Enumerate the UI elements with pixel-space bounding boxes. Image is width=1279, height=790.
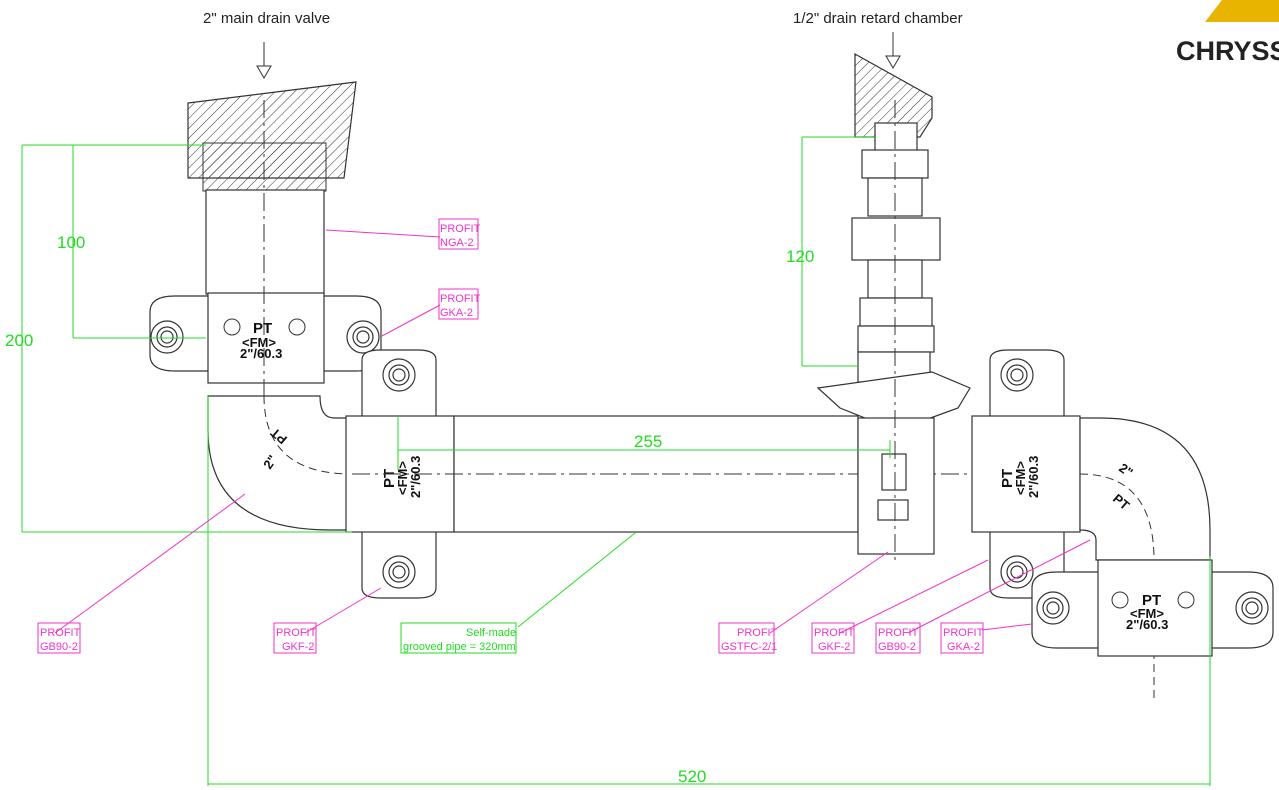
dimension-120: 120 [786, 247, 814, 266]
dimension-100: 100 [57, 233, 85, 252]
ul-mark-right [1111, 591, 1129, 609]
mark-fm-left: <FM> [395, 461, 410, 495]
dimension-520: 520 [678, 767, 706, 786]
leader-selfmade [517, 532, 636, 628]
callout-gkf-2-right: PROFIT GKF-2 [811, 622, 855, 654]
title-drain-retard-chamber: 1/2" drain retard chamber [793, 10, 963, 27]
retard-fitting-stack [816, 122, 971, 555]
callout-nga-2-line2: NGA-2 [440, 237, 474, 249]
callout-gka-2-top-line1: PROFIT [440, 293, 481, 305]
dimension-200: 200 [5, 331, 33, 350]
callout-gb90-2-right-line1: PROFIT [878, 627, 919, 639]
mark-pt-top: PT [253, 320, 272, 337]
callout-selfmade-line2: grooved pipe = 320mm [403, 641, 516, 653]
nipple-pipe-nga [205, 189, 325, 295]
mark-fm-right: <FM> [1013, 461, 1028, 495]
callout-gb90-2-left: PROFIT GB90-2 [37, 622, 81, 654]
callout-gstfc-line1: PROFIT [737, 627, 778, 639]
callout-gstfc-2-1: PROFIT GSTFC-2/1 [718, 622, 778, 654]
mark-size-right: 2"/60.3 [1026, 456, 1041, 498]
callout-gkf-2-left-line2: GKF-2 [282, 641, 314, 653]
callout-gka-2-right-line1: PROFIT [943, 627, 984, 639]
ulc-mark-top [288, 318, 306, 336]
callout-gkf-2-right-line1: PROFIT [814, 627, 855, 639]
logo-mark [1205, 0, 1279, 22]
callout-nga-2-line1: PROFIT [440, 223, 481, 235]
arrow-main-valve [256, 42, 272, 79]
callout-gka-2-right-line2: GKA-2 [947, 641, 980, 653]
callout-gstfc-line2: GSTFC-2/1 [721, 641, 777, 653]
dimension-lines [21, 136, 1211, 786]
mark-pt-right: PT [999, 469, 1016, 488]
mark-size-bottom-right: 2"/60.3 [1126, 617, 1168, 632]
callout-gka-2-top-line2: GKA-2 [440, 307, 473, 319]
retard-chamber-body [854, 52, 933, 138]
mark-pt-bottom-right: PT [1142, 592, 1161, 609]
logo-text: CHRYSS [1176, 36, 1279, 66]
chryss-logo: CHRYSS [1176, 0, 1279, 66]
callout-gkf-2-left-line1: PROFIT [276, 627, 317, 639]
title-main-drain-valve: 2" main drain valve [203, 10, 330, 27]
leader-lines [54, 229, 1091, 634]
elbow-gb90-right [1079, 417, 1211, 561]
callout-gb90-2-left-line1: PROFIT [40, 627, 81, 639]
callout-gb90-2-left-line2: GB90-2 [40, 641, 78, 653]
mark-fm-top: <FM> [242, 335, 276, 350]
callout-gkf-2-left: PROFIT GKF-2 [273, 622, 317, 654]
coupling-gkf-right [971, 349, 1081, 599]
ulc-mark-right [1177, 591, 1195, 609]
callout-selfmade-line1: Self-made [466, 627, 516, 639]
elbow-gb90-left [207, 395, 353, 531]
ul-mark-top [223, 318, 241, 336]
elbow-centerline-right [1079, 473, 1155, 700]
elbow-centerline-left [263, 395, 353, 475]
callout-gb90-2-right: PROFIT GB90-2 [875, 622, 921, 654]
callout-gb90-2-right-line2: GB90-2 [878, 641, 916, 653]
mark-size-left: 2"/60.3 [408, 456, 423, 498]
dimension-255: 255 [634, 432, 662, 451]
mark-size-top: 2"/60.3 [240, 346, 282, 361]
callout-selfmade-pipe: Self-made grooved pipe = 320mm [400, 622, 517, 654]
mark-fm-bottom-right: <FM> [1130, 606, 1164, 621]
callout-gka-2-top: PROFIT GKA-2 [438, 288, 481, 320]
coupling-gka-right [1031, 559, 1274, 657]
callout-nga-2: PROFIT NGA-2 [438, 218, 481, 250]
callout-gkf-2-right-line2: GKF-2 [818, 641, 850, 653]
arrow-retard-chamber [885, 32, 901, 69]
callout-gka-2-right: PROFIT GKA-2 [940, 622, 984, 654]
